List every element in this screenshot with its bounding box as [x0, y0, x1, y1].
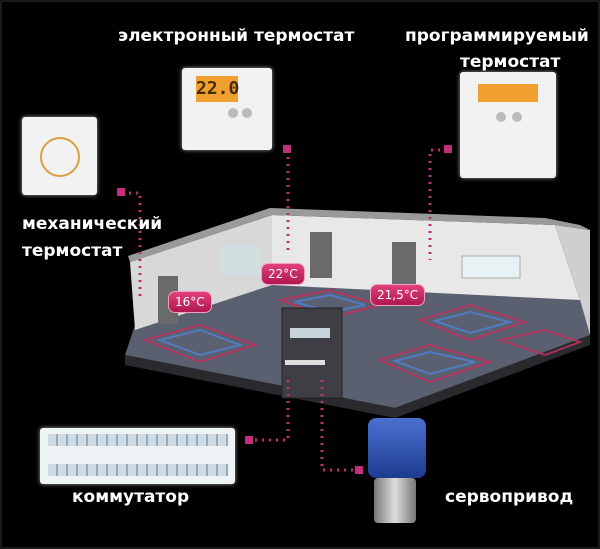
- window: [461, 255, 521, 279]
- floor-edge: [125, 335, 590, 418]
- temperature-badge-left: 16°C: [168, 291, 212, 313]
- commutator-device: [40, 428, 235, 484]
- servo-actuator: [368, 418, 426, 478]
- dial-icon: [40, 137, 80, 177]
- label-programmable-thermostat-line2: термостат: [460, 52, 561, 72]
- button-icon: [512, 112, 522, 122]
- programmable-thermostat: [460, 72, 556, 178]
- back-wall: [272, 215, 580, 300]
- mechanical-thermostat: [22, 117, 97, 195]
- thermostat-display: 22.0: [196, 76, 239, 102]
- right-wall: [555, 225, 590, 335]
- label-mechanical-thermostat-line2: термостат: [22, 241, 123, 261]
- door: [392, 242, 416, 284]
- thermostat-display: [478, 84, 538, 102]
- label-mechanical-thermostat-line1: механический: [22, 214, 163, 234]
- door: [310, 232, 332, 278]
- manifold-pipe: [285, 360, 325, 365]
- manifold-controller: [290, 328, 330, 338]
- servo-valve-adapter: [374, 478, 416, 523]
- label-programmable-thermostat-line1: программируемый: [405, 26, 589, 46]
- wall-top: [128, 208, 590, 262]
- glass-partition: [220, 245, 260, 275]
- temperature-badge-middle: 22°C: [261, 263, 305, 285]
- terminal-strip: [48, 434, 228, 446]
- temperature-badge-right: 21,5°C: [370, 284, 426, 306]
- label-commutator: коммутатор: [72, 487, 190, 507]
- label-electronic-thermostat: электронный термостат: [118, 26, 355, 46]
- electronic-thermostat: 22.0: [182, 68, 272, 150]
- terminal-strip: [48, 464, 228, 476]
- button-icon: [228, 108, 238, 118]
- button-icon: [242, 108, 252, 118]
- connector-nodes: [117, 145, 452, 474]
- connection-lines: [122, 148, 440, 472]
- label-servo: сервопривод: [445, 487, 574, 507]
- button-icon: [496, 112, 506, 122]
- manifold-cabinet: [281, 307, 343, 399]
